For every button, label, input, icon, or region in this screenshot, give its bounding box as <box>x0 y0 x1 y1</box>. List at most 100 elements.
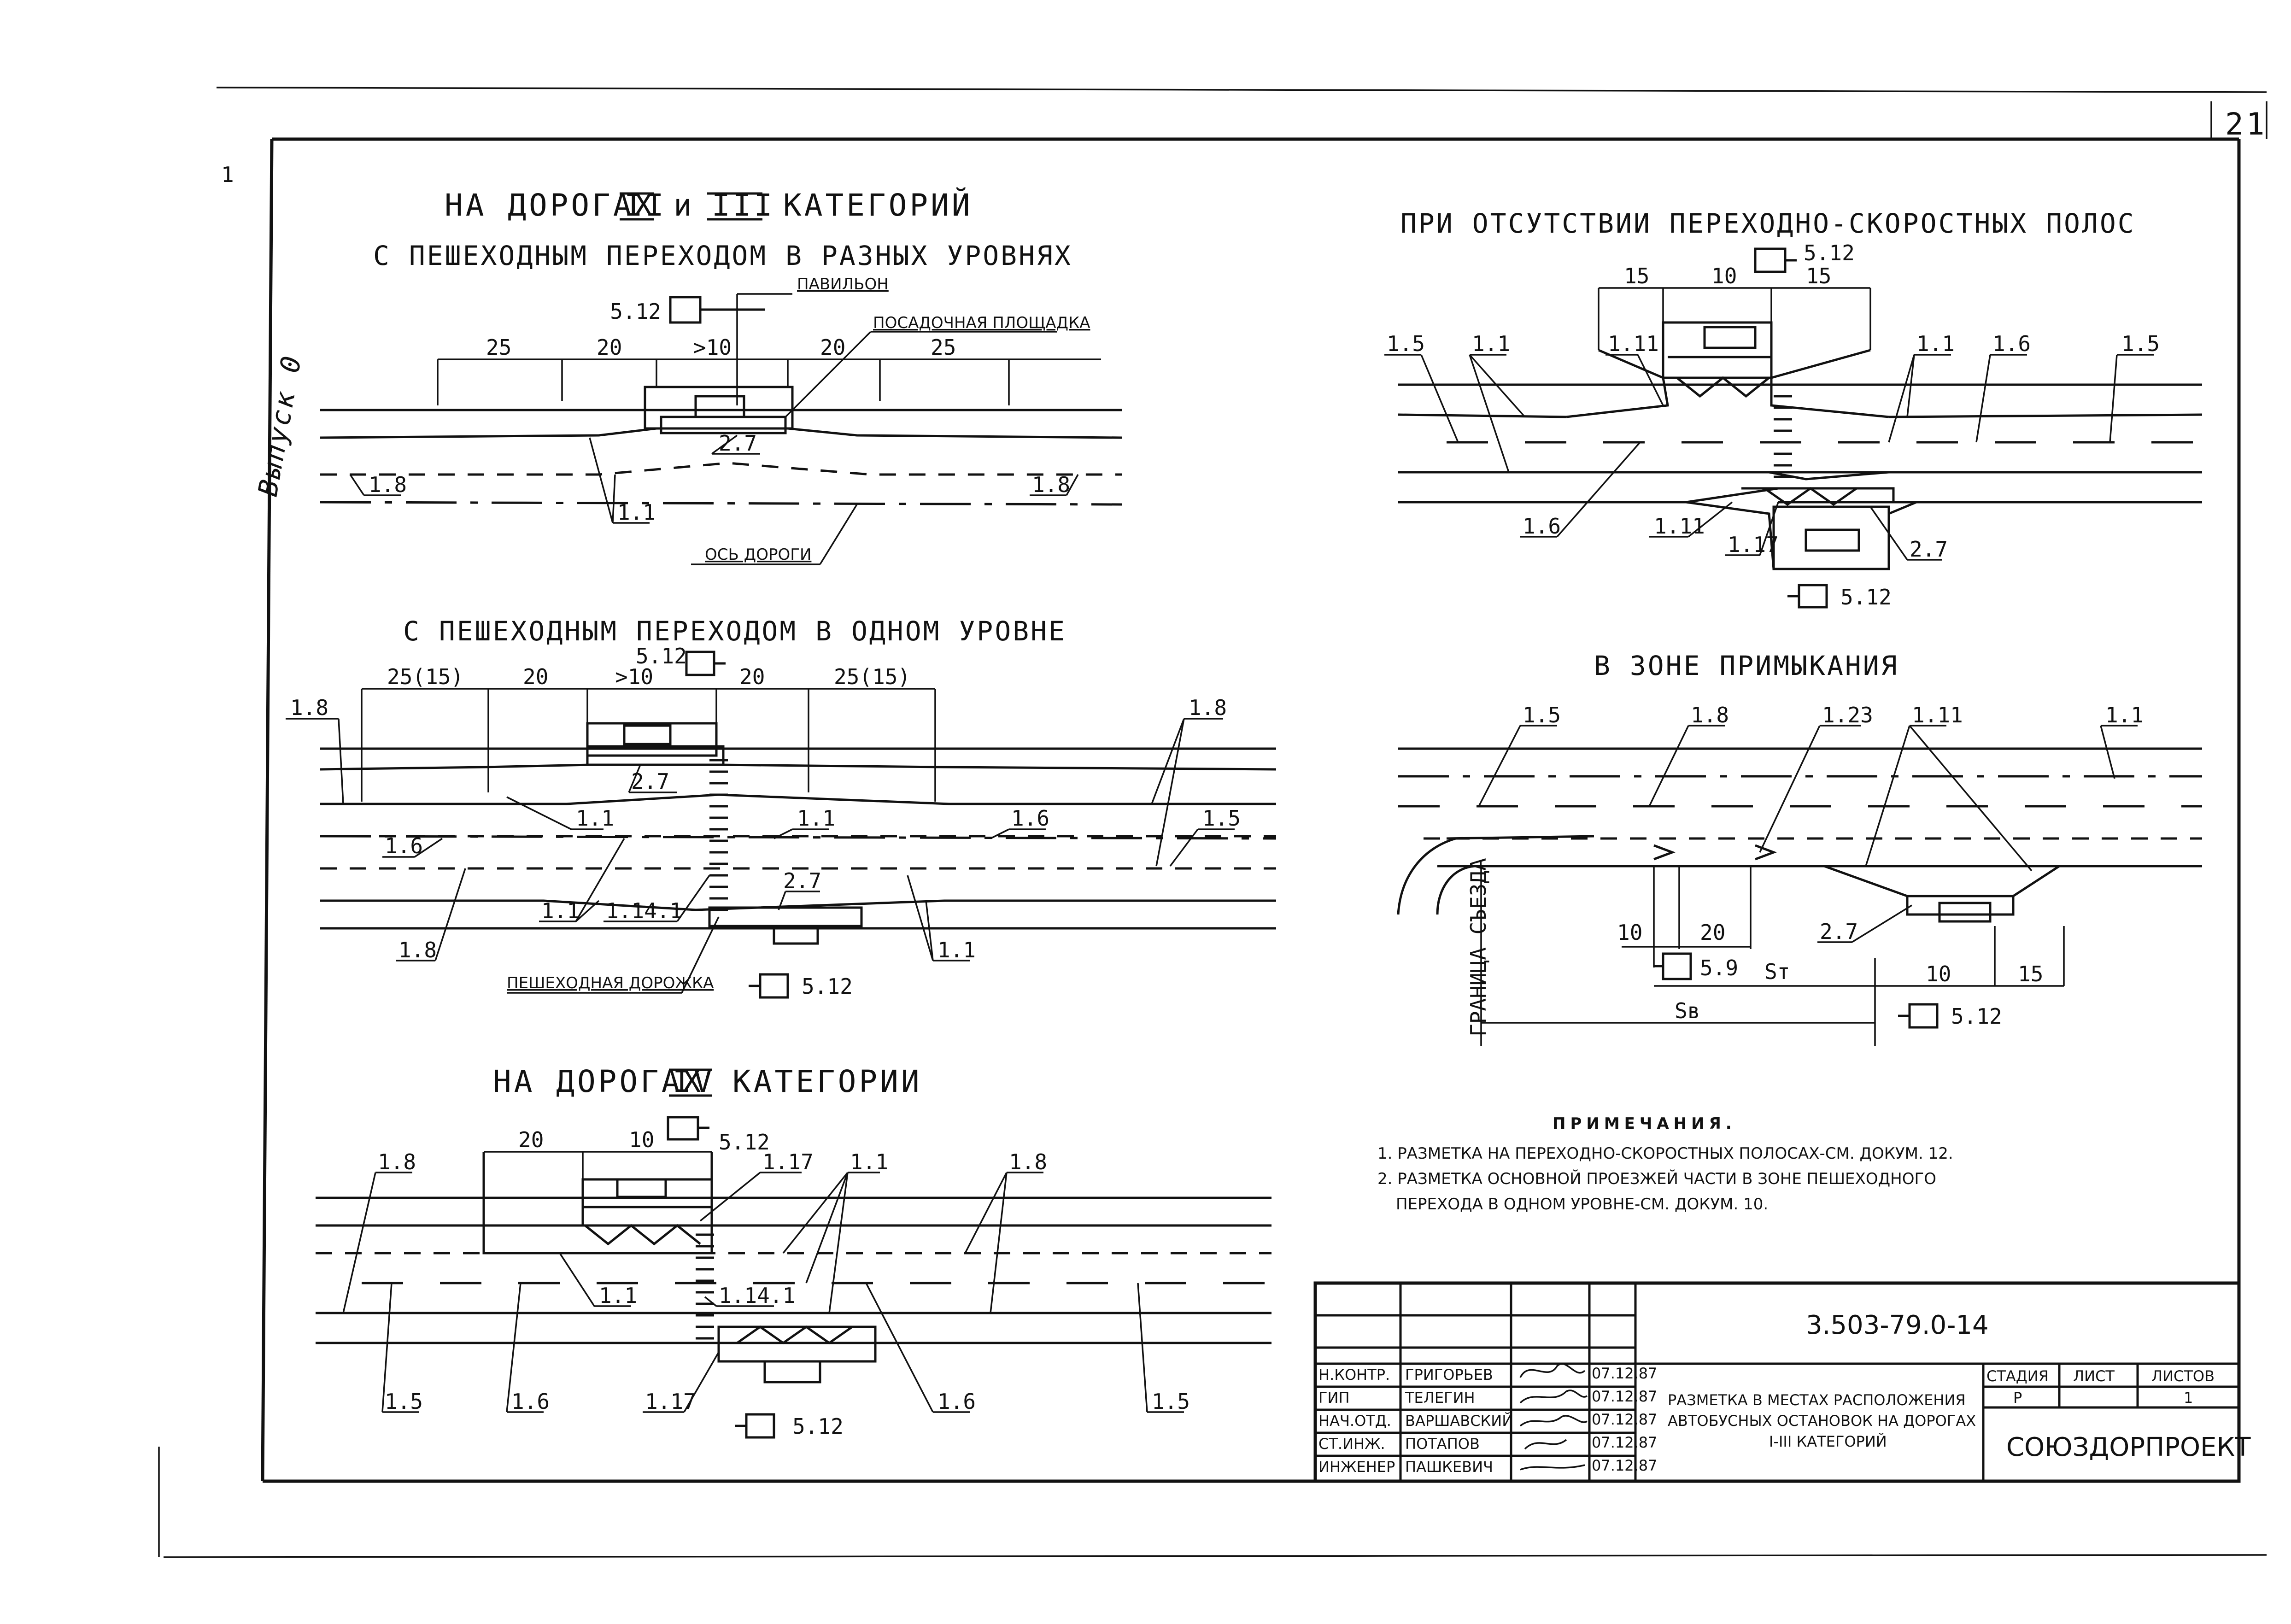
heading-suffix: КАТЕГОРИЙ <box>783 187 973 223</box>
sign-5-12-top: 5.12 <box>1804 240 1855 265</box>
note-2: 2. РАЗМЕТКА ОСНОВНОЙ ПРОЕЗЖЕЙ ЧАСТИ В ЗО… <box>1377 1169 1936 1188</box>
section-roads-4-heading: НА ДОРОГАХ IV КАТЕГОРИИ <box>493 1064 922 1099</box>
marking-1-6-right: 1.6 <box>937 1389 976 1414</box>
title-block: 3.503-79.0-14 Н.КОНТР. ГИП НАЧ.ОТД. СТ.И… <box>1313 1281 2251 1483</box>
date-4: 07.12.87 <box>1592 1434 1658 1451</box>
marking-1-14-1: 1.14.1 <box>606 898 682 923</box>
marking-1-1-mid: 1.1 <box>599 1283 637 1308</box>
marking-1-8-left: 1.8 <box>378 1149 416 1174</box>
organization: СОЮЗДОРПРОЕКТ <box>2006 1432 2251 1462</box>
sheets-value: 1 <box>2184 1389 2193 1407</box>
one-level-title: С ПЕШЕХОДНЫМ ПЕРЕХОДОМ В ОДНОМ УРОВНЕ <box>403 616 1066 647</box>
sign-5-9-box <box>1662 952 1692 980</box>
margin-note: Выпуск 0 <box>252 352 308 498</box>
notes-heading: ПРИМЕЧАНИЯ. <box>1553 1114 1736 1133</box>
stage-value: Р <box>2013 1389 2022 1407</box>
marking-1-5-right: 1.5 <box>1152 1389 1190 1414</box>
sign-5-12-top: 5.12 <box>719 1130 770 1155</box>
dim-5: 25 <box>931 335 956 360</box>
sign-5-12-top: 5.12 <box>636 644 687 668</box>
diagram-one-level: 25(15) 20 >10 20 25(15) 5.12 <box>286 644 1277 999</box>
distance-st: Sт <box>1764 959 1790 984</box>
marking-2-7-bottom: 2.7 <box>783 868 821 893</box>
sign-5-12-bottom: 5.12 <box>1840 585 1892 610</box>
dim-1: 20 <box>518 1127 544 1152</box>
marking-2-7-top: 2.7 <box>631 769 669 794</box>
road-axis-label: ОСЬ ДОРОГИ <box>705 545 811 564</box>
dim-3: 15 <box>1806 264 1831 288</box>
marking-1-1: 1.1 <box>2105 703 2144 727</box>
diagram-different-levels: 25 20 >10 20 25 5.12 ПАВИЛЬОН ПОСАДОЧНАЯ… <box>320 275 1122 565</box>
heading-conj: и <box>674 188 695 223</box>
name-5: ПАШКЕВИЧ <box>1405 1458 1493 1476</box>
heading-prefix: НА ДОРОГАХ <box>493 1064 703 1099</box>
marking-1-1-c: 1.1 <box>541 898 580 923</box>
stage-label: СТАДИЯ <box>1986 1367 2049 1385</box>
diagram-category-4: 20 10 5.12 1.8 1.8 <box>316 1116 1271 1439</box>
marking-1-6-left: 1.6 <box>385 833 423 858</box>
dim-1: 25(15) <box>387 664 463 689</box>
marking-1-17-bottom: 1.17 <box>645 1389 696 1414</box>
marking-1-1: 1.1 <box>617 500 656 525</box>
name-1: ГРИГОРЬЕВ <box>1405 1366 1493 1384</box>
sign-5-9: 5.9 <box>1700 956 1738 980</box>
marking-1-5: 1.5 <box>1523 703 1561 727</box>
marking-1-6-right: 1.6 <box>1011 806 1049 831</box>
boarding-platform <box>660 416 787 434</box>
name-3: ВАРШАВСКИЙ <box>1405 1412 1513 1430</box>
sign-5-12-top-box <box>685 651 715 676</box>
date-1: 07.12.87 <box>1592 1365 1658 1382</box>
distance-sb: Sв <box>1675 998 1700 1023</box>
notes-block: ПРИМЕЧАНИЯ. 1. РАЗМЕТКА НА ПЕРЕХОДНО-СКО… <box>1377 1114 1953 1214</box>
diagram-no-speed-lanes: 5.12 15 10 15 <box>1384 240 2203 610</box>
doc-code: 3.503-79.0-14 <box>1806 1310 1989 1340</box>
sign-5-12: 5.12 <box>610 299 661 324</box>
marking-1-1-left: 1.1 <box>1472 331 1510 356</box>
marking-1-17: 1.17 <box>1728 532 1779 557</box>
name-2: ТЕЛЕГИН <box>1405 1389 1475 1407</box>
role-3: НАЧ.ОТД. <box>1318 1412 1391 1430</box>
margin-tick: 1 <box>221 162 234 187</box>
marking-1-8: 1.8 <box>1691 703 1729 727</box>
marking-1-5: 1.5 <box>1202 806 1241 831</box>
marking-2-7: 2.7 <box>1820 919 1858 944</box>
dim-2: 20 <box>597 335 622 360</box>
sheet-title-1: РАЗМЕТКА В МЕСТАХ РАСПОЛОЖЕНИЯ <box>1668 1391 1966 1409</box>
sign-5-12-bottom: 5.12 <box>792 1414 844 1439</box>
dim-5: 25(15) <box>834 664 910 689</box>
marking-1-8-right: 1.8 <box>1032 472 1070 497</box>
sign-5-12-bottom-box <box>759 973 789 999</box>
sign-5-12-top-box <box>667 1116 699 1141</box>
marking-2-7: 2.7 <box>1910 537 1948 562</box>
sheet-title-2: АВТОБУСНЫХ ОСТАНОВОК НА ДОРОГАХ <box>1668 1412 1976 1430</box>
sign-5-12-bottom-box <box>1798 584 1828 609</box>
boundary-label: ГРАНИЦА СЪЕЗДА <box>1466 858 1491 1037</box>
role-5: ИНЖЕНЕР <box>1318 1458 1395 1476</box>
sign-5-12-box <box>1908 1003 1939 1029</box>
stop-area <box>644 386 794 430</box>
note-1: 1. РАЗМЕТКА НА ПЕРЕХОДНО-СКОРОСТНЫХ ПОЛО… <box>1377 1144 1953 1163</box>
sheet-label: ЛИСТ <box>2073 1367 2115 1385</box>
marking-1-5-right: 1.5 <box>2121 331 2160 356</box>
pavilion-label: ПАВИЛЬОН <box>797 275 889 293</box>
dim-3: >10 <box>693 335 732 360</box>
role-4: СТ.ИНЖ. <box>1318 1435 1385 1453</box>
heading-suffix: КАТЕГОРИИ <box>732 1064 922 1099</box>
sign-5-12: 5.12 <box>1951 1004 2002 1029</box>
sign-5-12-bottom-box <box>745 1413 775 1439</box>
walkway-label: ПЕШЕХОДНАЯ ДОРОЖКА <box>507 974 714 992</box>
sign-5-12-box <box>669 296 702 324</box>
zebra-crossing <box>709 759 728 911</box>
marking-1-11: 1.11 <box>1912 703 1963 727</box>
dim-4: 20 <box>820 335 845 360</box>
marking-1-6-left: 1.6 <box>511 1389 550 1414</box>
zebra-crossing-cat4 <box>696 1233 714 1340</box>
date-3: 07.12.87 <box>1592 1411 1658 1428</box>
marking-1-8-tl: 1.8 <box>290 695 328 720</box>
dim-1: 15 <box>1624 264 1649 288</box>
marking-1-14-1: 1.14.1 <box>719 1283 795 1308</box>
sign-5-12-top-box <box>1754 247 1787 273</box>
marking-1-8-bl: 1.8 <box>398 938 437 962</box>
marking-1-17-top: 1.17 <box>762 1149 814 1174</box>
heading-prefix: НА ДОРОГАХ <box>445 188 655 223</box>
